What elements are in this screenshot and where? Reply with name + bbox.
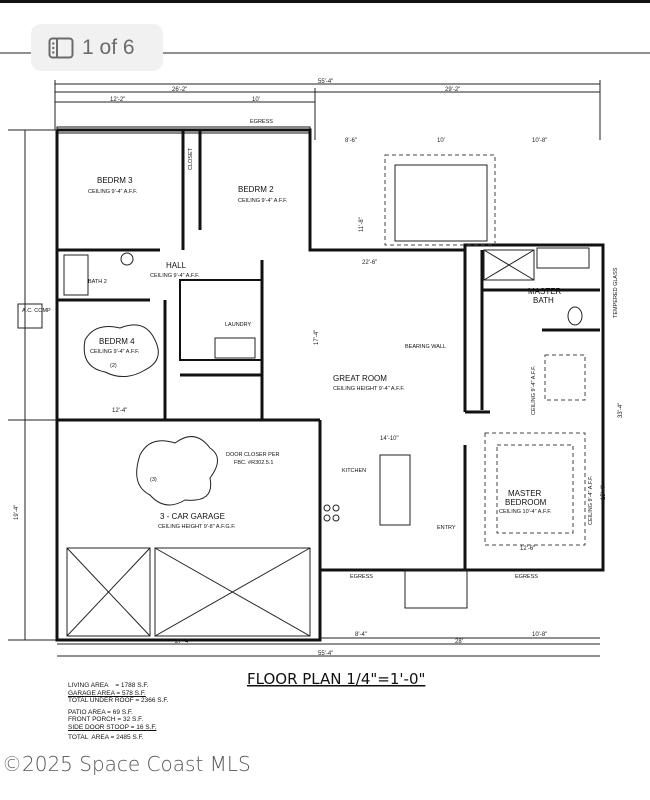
dim: 33'-4" bbox=[618, 403, 624, 418]
hvac-cloud bbox=[136, 436, 218, 506]
ceiling-label: CEILING 9'-4" A.F.F. bbox=[531, 365, 537, 415]
ceiling: CEILING 9'-4" A.F.F. bbox=[238, 198, 288, 204]
dim-right: 29'-2" bbox=[445, 87, 460, 93]
patio-area: PATIO AREA = 69 S.F. bbox=[68, 708, 133, 716]
ceiling: CEILING 10'-4" A.F.F. bbox=[499, 509, 552, 515]
copyright-watermark: ©2025 Space Coast MLS bbox=[2, 752, 251, 776]
dim: 10' bbox=[437, 138, 445, 144]
bearing-wall-label: BEARING WALL bbox=[405, 344, 446, 350]
side-door-stoop-area: SIDE DOOR STOOP = 16 S.F. bbox=[68, 723, 157, 731]
dim-overall-bottom: 55'-4" bbox=[318, 651, 333, 657]
interior-dimensions: 22'-6" 17'-4" 14'-10" 12'-4" 12'-6" 11'-… bbox=[112, 217, 624, 552]
exterior-walls bbox=[55, 126, 605, 642]
tempered-glass-label: TEMPERED GLASS bbox=[613, 267, 619, 318]
ceiling: CEILING 9'-4" A.F.F. bbox=[150, 273, 200, 279]
bedroom4-cloud bbox=[83, 324, 159, 377]
total-under-roof: TOTAL UNDER ROOF = 2366 S.F. bbox=[68, 697, 169, 704]
room-bedrm4: BEDRM 4 bbox=[99, 337, 135, 346]
dim: 12'-6" bbox=[520, 546, 535, 552]
area-summary: LIVING AREA = 1788 S.F. GARAGE AREA = 57… bbox=[68, 682, 168, 742]
closet-label: CLOSET bbox=[188, 147, 194, 170]
image-counter-badge[interactable]: 1 of 6 bbox=[31, 24, 163, 71]
front-porch bbox=[404, 569, 468, 609]
left-dimensions: 19'-4" bbox=[8, 129, 57, 641]
dim: 10' bbox=[252, 97, 260, 103]
dim: 10'-8" bbox=[532, 138, 547, 144]
note: (3) bbox=[150, 477, 157, 483]
ceiling: CEILING 9'-4" A.F.F. bbox=[88, 189, 138, 195]
ac-label: A.C. COMP bbox=[22, 308, 51, 314]
garage-area: GARAGE AREA = 578 S.F. bbox=[68, 689, 146, 697]
dim: 10'-8" bbox=[532, 632, 547, 638]
dim: 14'-10" bbox=[380, 436, 399, 442]
image-counter: 1 of 6 bbox=[82, 35, 135, 59]
room-bedrm2: BEDRM 2 bbox=[238, 185, 274, 194]
ceiling: CEILING HEIGHT 9'-8" A.F.G.F. bbox=[158, 524, 236, 530]
dim: 27'-4" bbox=[175, 639, 190, 645]
door-closer-ref: FBC. #R302.5.1 bbox=[234, 460, 273, 466]
room-garage: 3 - CAR GARAGE bbox=[160, 512, 225, 521]
dim-overall: 55'-4" bbox=[318, 79, 333, 85]
bottom-dimensions: 27'-4" 28' 8'-4" 10'-8" 55'-4" bbox=[57, 632, 600, 657]
room-master-bath: BATH bbox=[533, 296, 554, 305]
plan-title: FLOOR PLAN 1/4"=1'-0" bbox=[247, 670, 425, 688]
egress-label: EGRESS bbox=[515, 574, 538, 580]
gallery-icon bbox=[48, 37, 74, 58]
door-closer-note: DOOR CLOSER PER bbox=[226, 452, 280, 458]
room-kitchen: KITCHEN bbox=[342, 468, 366, 474]
room-entry: ENTRY bbox=[437, 525, 456, 531]
ceiling-label: CEILING 9'-4" A.F.F. bbox=[588, 475, 594, 525]
room-bath2: BATH 2 bbox=[88, 279, 107, 285]
top-border bbox=[0, 0, 650, 3]
top-dimensions: 55'-4" 26'-2" 29'-2" 12'-2" 10' 8'-6" 10… bbox=[54, 79, 601, 144]
room-labels: BEDRM 3 CEILING 9'-4" A.F.F. BEDRM 2 CEI… bbox=[88, 147, 562, 531]
room-master-bath: MASTER bbox=[528, 287, 562, 296]
room-master-bedroom: BEDROOM bbox=[505, 498, 547, 507]
dim: 8'-6" bbox=[345, 138, 357, 144]
egress-label: EGRESS bbox=[250, 119, 273, 125]
dim: 8'-4" bbox=[355, 632, 367, 638]
room-great-room: GREAT ROOM bbox=[333, 374, 387, 383]
front-porch-area: FRONT PORCH = 32 S.F. bbox=[68, 716, 144, 723]
dim: 28' bbox=[455, 639, 463, 645]
dim: 12'-2" bbox=[110, 97, 125, 103]
total-area: TOTAL AREA = 2485 S.F. bbox=[68, 734, 144, 741]
dim: 15'-4" bbox=[601, 485, 607, 500]
garage-doors bbox=[66, 547, 311, 637]
room-laundry: LAUNDRY bbox=[225, 322, 252, 328]
dim: 17'-4" bbox=[314, 330, 320, 345]
room-bedrm3: BEDRM 3 bbox=[97, 176, 133, 185]
dim-left: 26'-2" bbox=[172, 87, 187, 93]
note: (2) bbox=[110, 363, 117, 369]
ceiling: CEILING HEIGHT 9'-4" A.F.F. bbox=[333, 386, 405, 392]
annotations: EGRESS BEARING WALL DOOR CLOSER PER FBC.… bbox=[17, 119, 619, 580]
ceiling: CEILING 9'-4" A.F.F. bbox=[90, 349, 140, 355]
egress-label: EGRESS bbox=[350, 574, 373, 580]
dim: 12'-4" bbox=[112, 408, 127, 414]
interior-walls bbox=[57, 130, 600, 570]
room-master-bedroom: MASTER bbox=[508, 489, 542, 498]
fixtures bbox=[63, 154, 590, 546]
dim: 11'-8" bbox=[359, 217, 365, 232]
room-hall: HALL bbox=[166, 261, 187, 270]
dim: 19'-4" bbox=[14, 505, 20, 520]
living-area: LIVING AREA = 1788 S.F. bbox=[68, 682, 149, 689]
dim: 22'-6" bbox=[362, 260, 377, 266]
